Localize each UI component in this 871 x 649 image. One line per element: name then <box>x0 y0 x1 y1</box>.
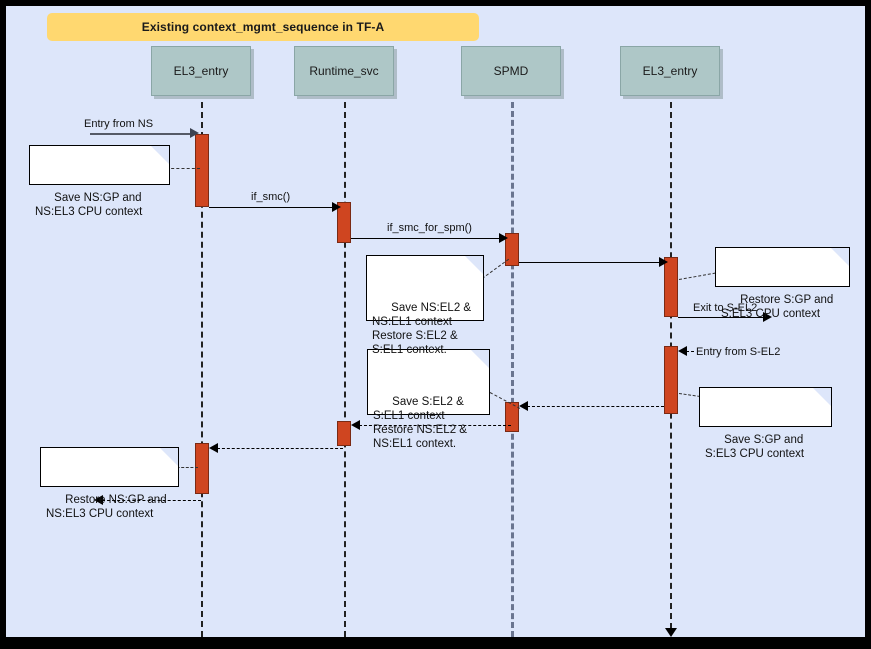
diagram-title-banner: Existing context_mgmt_sequence in TF-A <box>47 13 479 41</box>
activation-runtime-svc-2 <box>337 421 351 446</box>
message-arrow-exit-to-sel2 <box>763 312 772 322</box>
lifeline-spmd[interactable]: SPMD <box>461 46 561 96</box>
note-save-ns-el2: Save NS:EL2 & NS:EL1 context Restore S:E… <box>366 255 484 356</box>
message-line-spmd-to-runtime <box>359 425 511 426</box>
message-arrow-entry-from-sel2 <box>678 346 687 356</box>
message-line-el3s-to-spmd <box>527 406 664 407</box>
lifeline-end-arrow-el3-entry-s <box>665 628 677 637</box>
message-label-entry-from-sel2: Entry from S-EL2 <box>694 346 783 358</box>
message-line-spmd-to-el3s <box>519 262 661 263</box>
message-line-el3ns-exit <box>102 500 201 501</box>
activation-el3-entry-ns-2 <box>195 443 209 494</box>
note-restore-s-gp: Restore S:GP and S:EL3 CPU context <box>715 247 850 320</box>
message-arrow-spmd-to-runtime <box>351 420 360 430</box>
lifeline-stem-spmd <box>511 102 514 637</box>
note-text-save-ns-gp: Save NS:GP and NS:EL3 CPU context <box>35 192 143 218</box>
message-label-if-smc: if_smc() <box>249 191 293 203</box>
note-anchor-save-ns-gp <box>166 168 200 169</box>
activation-el3-entry-s-1 <box>664 257 678 317</box>
message-arrow-if-smc <box>332 202 341 212</box>
message-line-runtime-to-el3ns <box>217 448 343 449</box>
message-line-if-smc-for-spm <box>351 238 501 239</box>
message-label-exit-to-sel2: Exit to S-EL2 <box>691 302 760 314</box>
note-save-s-gp: Save S:GP and S:EL3 CPU context <box>699 387 832 460</box>
message-label-entry-from-ns: Entry from NS <box>82 118 156 130</box>
activation-el3-entry-ns-1 <box>195 134 209 207</box>
lifeline-el3-entry-ns[interactable]: EL3_entry <box>151 46 251 96</box>
activation-spmd-2 <box>505 402 519 432</box>
message-label-if-smc-for-spm: if_smc_for_spm() <box>385 222 474 234</box>
lifeline-stem-el3-entry-ns <box>201 102 203 637</box>
message-arrow-el3ns-exit <box>94 495 103 505</box>
lifeline-el3-entry-s[interactable]: EL3_entry <box>620 46 720 96</box>
activation-el3-entry-s-2 <box>664 346 678 414</box>
message-line-exit-to-sel2 <box>678 317 766 318</box>
lifeline-stem-runtime-svc <box>344 102 346 637</box>
note-save-ns-gp: Save NS:GP and NS:EL3 CPU context <box>29 145 170 218</box>
note-fold-edge-icon <box>830 248 849 267</box>
note-fold-edge-icon <box>464 256 483 275</box>
lifeline-label-spmd: SPMD <box>493 64 529 78</box>
message-arrow-spmd-to-el3s <box>659 257 668 267</box>
note-fold-edge-icon <box>812 388 831 407</box>
note-restore-ns-gp: Restore NS:GP and NS:EL3 CPU context <box>40 447 179 520</box>
sequence-diagram-surface: Existing context_mgmt_sequence in TF-A E… <box>6 6 865 637</box>
note-text-restore-s-gp: Restore S:GP and S:EL3 CPU context <box>721 294 834 320</box>
lifeline-runtime-svc[interactable]: Runtime_svc <box>294 46 394 96</box>
diagram-title: Existing context_mgmt_sequence in TF-A <box>141 20 385 34</box>
message-arrow-if-smc-for-spm <box>499 233 508 243</box>
message-arrow-el3s-to-spmd <box>519 401 528 411</box>
lifeline-label-el3-entry-ns: EL3_entry <box>173 64 229 78</box>
lifeline-label-el3-entry-s: EL3_entry <box>642 64 698 78</box>
note-text-save-ns-el2: Save NS:EL2 & NS:EL1 context Restore S:E… <box>372 302 472 356</box>
message-line-if-smc <box>209 207 334 208</box>
activation-runtime-svc-1 <box>337 202 351 243</box>
note-fold-edge-icon <box>470 350 489 369</box>
note-anchor-restore-ns-gp <box>172 467 198 468</box>
lifeline-label-runtime-svc: Runtime_svc <box>309 64 379 78</box>
note-fold-edge-icon <box>159 448 178 467</box>
note-text-save-s-el2: Save S:EL2 & S:EL1 context Restore NS:EL… <box>373 396 467 450</box>
note-fold-edge-icon <box>150 146 169 165</box>
message-line-entry-from-ns <box>90 133 192 135</box>
activation-spmd-1 <box>505 233 519 266</box>
note-save-s-el2: Save S:EL2 & S:EL1 context Restore NS:EL… <box>367 349 490 450</box>
note-text-save-s-gp: Save S:GP and S:EL3 CPU context <box>705 434 805 460</box>
note-text-restore-ns-gp: Restore NS:GP and NS:EL3 CPU context <box>46 494 167 520</box>
message-arrow-entry-from-ns <box>190 128 199 138</box>
message-arrow-runtime-to-el3ns <box>209 443 218 453</box>
